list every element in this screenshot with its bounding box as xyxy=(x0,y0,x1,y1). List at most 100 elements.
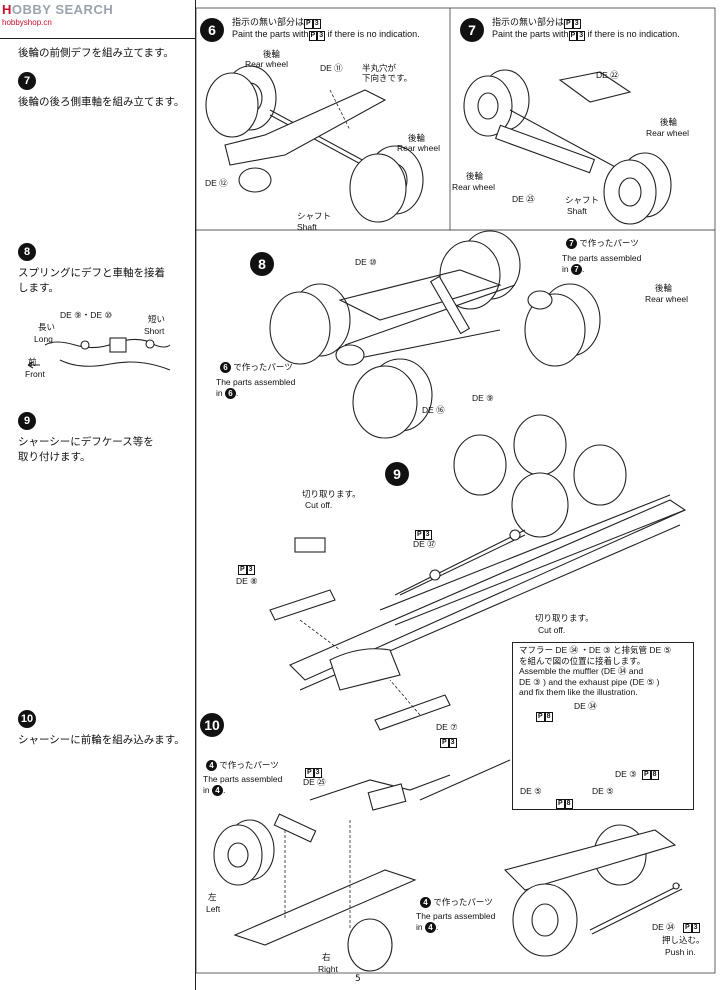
label-de11: DE ⑪ xyxy=(320,63,343,73)
step8-badge-wrap: 8 xyxy=(250,252,274,276)
muffler-instruction-box: マフラー DE ㉞ ・DE ③ と排気管 DE ⑤ を組んで図の位置に接着します… xyxy=(512,642,694,810)
watermark: HOBBY SEARCH xyxy=(2,2,114,17)
step7-rear-wheel2-en: Rear wheel xyxy=(452,182,495,192)
step6-rear-wheel2-jp: 後輪 xyxy=(408,133,426,143)
step7-number-badge: 7 xyxy=(18,72,36,90)
label-de24: DE ㉔ xyxy=(652,922,675,932)
step6-number-badge: 6 xyxy=(200,18,224,42)
sidebar-step9: 9 xyxy=(18,412,36,430)
step6-badge-wrap: 6 xyxy=(200,18,224,42)
watermark-sub: hobbyshop.cn xyxy=(2,18,52,27)
label-de8: DE ⑧ xyxy=(236,576,258,586)
step8-number-badge: 8 xyxy=(18,243,36,261)
label-de22: DE ㉒ xyxy=(596,70,619,80)
label-de34: DE ㉞ xyxy=(574,701,597,711)
step7-badge-wrap: 7 xyxy=(460,18,484,42)
step10-number-badge: 10 xyxy=(18,710,36,728)
step6-axle-drawing xyxy=(205,65,424,223)
muffler-text: マフラー DE ㉞ ・DE ③ と排気管 DE ⑤ を組んで図の位置に接着します… xyxy=(519,645,672,697)
step7-rear-wheel-jp: 後輪 xyxy=(660,117,678,127)
step9-cut2-en: Cut off. xyxy=(538,625,566,635)
step8-number-badge-main: 8 xyxy=(250,252,274,276)
label-de3: DE ③ xyxy=(615,769,637,779)
sidebar-step10: 10 xyxy=(18,710,36,728)
step8-made6-en: The parts assembled xyxy=(216,377,296,387)
step10-badge-wrap: 10 xyxy=(200,713,224,737)
step10-made4b-in: in 4. xyxy=(416,922,439,933)
step6-shaft-jp: シャフト xyxy=(297,211,332,221)
step8-rear-wheel-jp: 後輪 xyxy=(655,283,673,293)
step8-made6-in: in 6. xyxy=(216,388,239,399)
label-short-en: Short xyxy=(144,326,165,336)
label-long-jp: 長い xyxy=(38,322,56,332)
label-de5-left: DE ⑤ xyxy=(520,786,542,796)
step9-number-badge: 9 xyxy=(18,412,36,430)
step10-push-en: Push in. xyxy=(665,947,696,957)
sidebar-step7: 7 xyxy=(18,72,36,90)
sidebar-step8-parts: DE ⑨・DE ⑩ xyxy=(60,310,113,320)
step10-right-en: Right xyxy=(318,964,338,974)
step10-made4-in: in 4. xyxy=(203,785,226,796)
step7-shaft-jp: シャフト xyxy=(565,195,600,205)
step10-made4b-en: The parts assembled xyxy=(416,911,496,921)
step9-cut-en: Cut off. xyxy=(305,500,333,510)
step10-left-en: Left xyxy=(206,904,221,914)
label-long-en: Long xyxy=(34,334,53,344)
step10-inset-drawing xyxy=(503,824,683,957)
label-short-jp: 短い xyxy=(148,314,166,324)
step6-rear-wheel-en: Rear wheel xyxy=(245,59,288,69)
step10-number-badge-main: 10 xyxy=(200,713,224,737)
page-number: 5 xyxy=(355,974,361,984)
paint-code-badge: P xyxy=(304,19,313,29)
label-de12: DE ⑫ xyxy=(205,178,228,188)
sidebar-step9-text1: シャーシーにデフケース等を xyxy=(18,436,154,448)
sidebar-step9-text2: 取り付けます。 xyxy=(18,451,91,463)
step9-number-badge-main: 9 xyxy=(385,462,409,486)
sidebar-instructions: 後輪の前側デフを組み立てます。 7 後輪の後ろ側車軸を組み立てます。 8 スプリ… xyxy=(0,0,196,990)
step6-rear-wheel2-en: Rear wheel xyxy=(397,143,440,153)
label-de25: DE ㉕ xyxy=(512,194,535,204)
step8-made6: 6 で作ったパーツ xyxy=(220,362,293,373)
sidebar-step10-text: シャーシーに前輪を組み込みます。 xyxy=(18,734,185,746)
step7-shaft-en: Shaft xyxy=(567,206,587,216)
diff-spring-diagram xyxy=(27,337,171,371)
step6-rear-wheel-jp: 後輪 xyxy=(263,49,281,59)
step10-made4-en: The parts assembled xyxy=(203,774,283,784)
step7-number-badge-main: 7 xyxy=(460,18,484,42)
label-de37: DE ㊲ xyxy=(413,539,436,549)
sidebar-step8: 8 xyxy=(18,243,36,261)
step8-bogie-drawing xyxy=(269,230,601,439)
sidebar-step8-text1: スプリングにデフと車軸を接着 xyxy=(18,267,165,279)
step10-push-jp: 押し込む。 xyxy=(662,935,705,945)
step8-made7-en: The parts assembled xyxy=(562,253,642,263)
label-hole-note2: 下向きです。 xyxy=(362,73,413,83)
step9-cut2-jp: 切り取ります。 xyxy=(535,613,594,623)
label-de16: DE ⑯ xyxy=(422,405,445,415)
sidebar-step8-text2: します。 xyxy=(18,282,59,294)
label-de5-right: DE ⑤ xyxy=(592,786,614,796)
step9-badge-wrap: 9 xyxy=(385,462,409,486)
label-step10-de25: DE ㉕ xyxy=(303,777,326,787)
label-hole-note1: 半丸穴が xyxy=(362,63,397,73)
step10-right-jp: 右 xyxy=(322,952,331,962)
step9-frame-drawing xyxy=(269,414,687,731)
step8-made7: 7 で作ったパーツ xyxy=(566,238,639,249)
label-de7: DE ⑦ xyxy=(436,722,458,732)
step8-rear-wheel-en: Rear wheel xyxy=(645,294,688,304)
step6-shaft-en: Shaft xyxy=(297,222,317,232)
step7-rear-wheel2-jp: 後輪 xyxy=(466,171,484,181)
label-de9: DE ⑨ xyxy=(472,393,494,403)
step10-made4b: 4 で作ったパーツ xyxy=(420,897,493,908)
